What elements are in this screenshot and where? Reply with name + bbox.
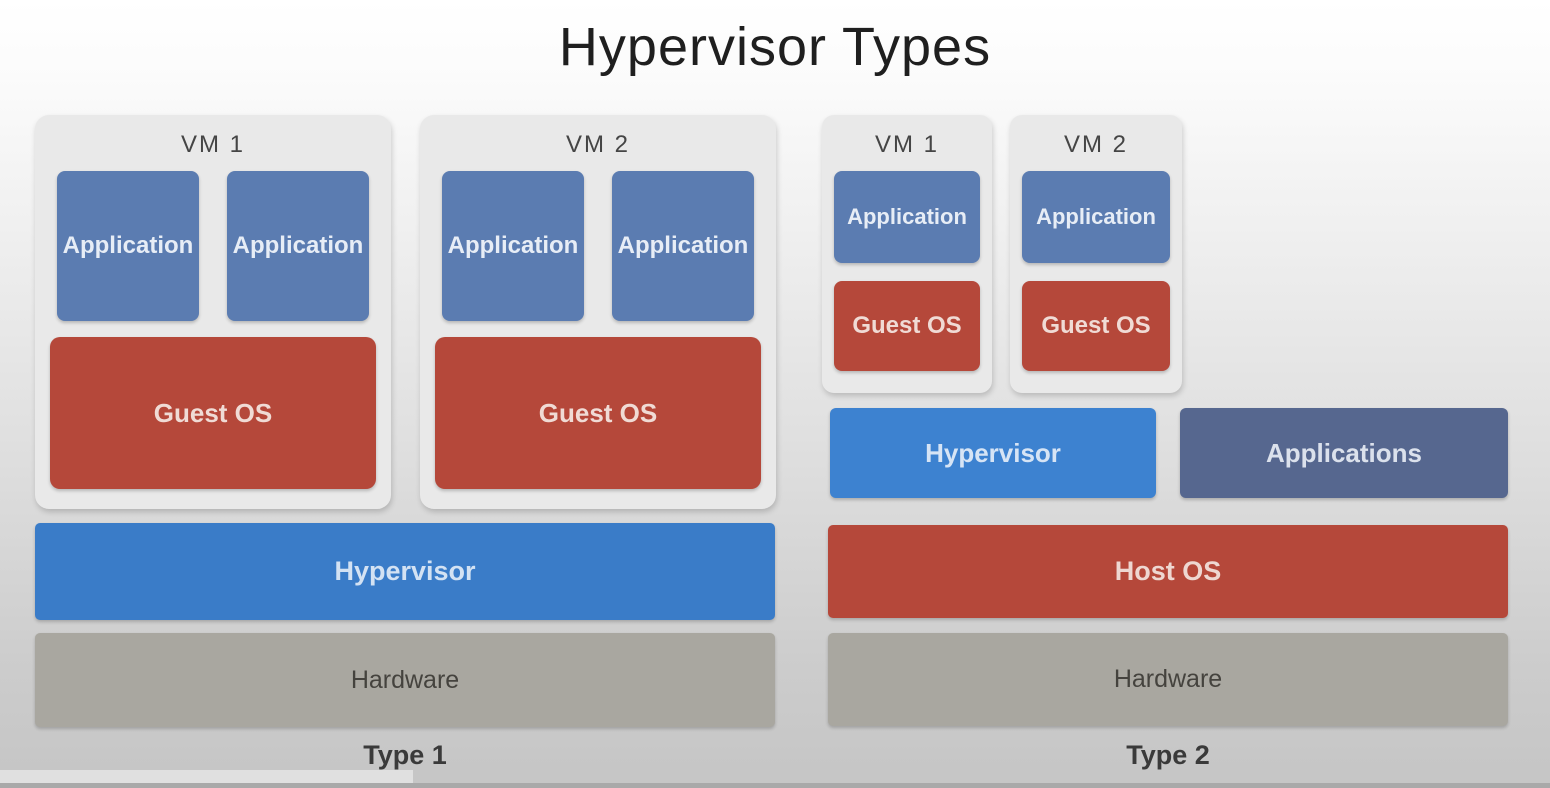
- guest-os-box: Guest OS: [50, 337, 376, 489]
- type2-vm1-name: VM 1: [874, 131, 939, 158]
- type2-hardware-bar: Hardware: [828, 633, 1508, 726]
- type1-vm2-name: VM 2: [565, 131, 630, 158]
- guest-os-box: Guest OS: [1022, 281, 1170, 371]
- application-box: Application: [1022, 171, 1170, 263]
- type1-vm1-app-row: Application Application: [35, 171, 391, 321]
- type2-host-os-bar: Host OS: [828, 525, 1508, 618]
- type2-vm2-name: VM 2: [1063, 131, 1128, 158]
- application-box: Application: [57, 171, 199, 321]
- page-title: Hypervisor Types: [558, 17, 992, 77]
- guest-os-box: Guest OS: [834, 281, 980, 371]
- type2-vm1-card: VM 1 Application Guest OS: [822, 115, 992, 393]
- bottom-edge-bar: [0, 783, 1550, 788]
- type2-applications-box: Applications: [1180, 408, 1508, 498]
- video-progress-bar[interactable]: [0, 770, 1550, 783]
- type2-vm2-card: VM 2 Application Guest OS: [1010, 115, 1182, 393]
- application-box: Application: [227, 171, 369, 321]
- type1-caption: Type 1: [363, 740, 447, 770]
- guest-os-box: Guest OS: [435, 337, 761, 489]
- application-box: Application: [612, 171, 754, 321]
- application-box: Application: [834, 171, 980, 263]
- type1-hypervisor-bar: Hypervisor: [35, 523, 775, 620]
- type1-hardware-bar: Hardware: [35, 633, 775, 727]
- video-progress-fill: [0, 770, 413, 783]
- type1-vm1-name: VM 1: [180, 131, 245, 158]
- type2-hypervisor-box: Hypervisor: [830, 408, 1156, 498]
- type1-vm1-card: VM 1 Application Application Guest OS: [35, 115, 391, 509]
- type2-caption: Type 2: [1126, 740, 1210, 770]
- application-box: Application: [442, 171, 584, 321]
- type1-vm2-app-row: Application Application: [420, 171, 776, 321]
- type1-vm2-card: VM 2 Application Application Guest OS: [420, 115, 776, 509]
